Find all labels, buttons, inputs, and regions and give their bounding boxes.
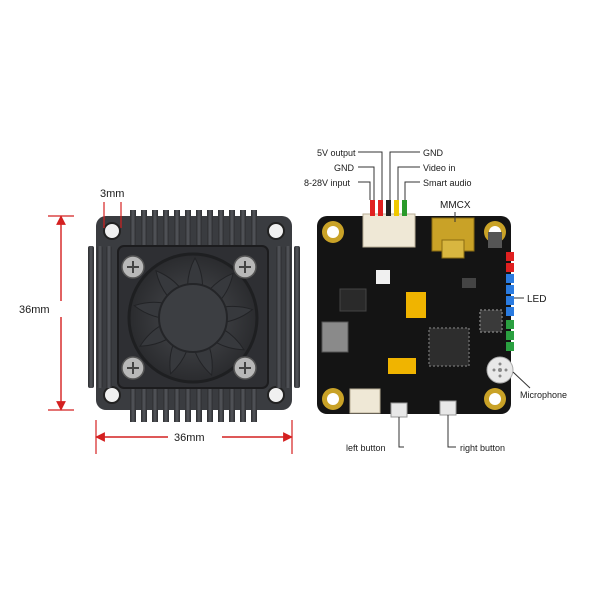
fin-bottom bbox=[152, 386, 158, 422]
led-blue-4 bbox=[506, 307, 514, 316]
fin-bottom bbox=[196, 386, 202, 422]
fin-right bbox=[285, 246, 291, 388]
fin-bottom bbox=[185, 386, 191, 422]
label-right-button: right button bbox=[460, 443, 505, 453]
label-8-28v-input: 8-28V input bbox=[304, 178, 351, 188]
small-ic bbox=[479, 309, 503, 333]
label-left-button: left button bbox=[346, 443, 386, 453]
dim-height-label: 36mm bbox=[19, 304, 50, 316]
led-red-2 bbox=[506, 263, 514, 272]
fan-screw-bottom-right bbox=[233, 356, 257, 380]
tantalum-capacitor-bottom bbox=[388, 358, 416, 374]
label-led: LED bbox=[527, 294, 546, 305]
heatsink-view: 3mm 36mm 36mm bbox=[14, 188, 300, 454]
left-button-component bbox=[390, 402, 408, 418]
smd-component-1 bbox=[462, 278, 476, 288]
label-microphone: Microphone bbox=[520, 390, 567, 400]
bottom-connector bbox=[349, 388, 381, 414]
tantalum-capacitor-top bbox=[406, 292, 426, 318]
pcb-view bbox=[317, 200, 514, 418]
fin-top bbox=[185, 210, 191, 250]
fin-top bbox=[229, 210, 235, 250]
dim-screw-label: 3mm bbox=[100, 188, 124, 200]
smd-component-2 bbox=[488, 232, 502, 248]
microcontroller-chip bbox=[428, 327, 470, 367]
dim-width-label: 36mm bbox=[174, 432, 205, 444]
pin-callouts bbox=[358, 151, 531, 448]
pin-red-1 bbox=[370, 200, 375, 216]
fin-top bbox=[207, 210, 213, 250]
mount-hole-top-right bbox=[267, 222, 285, 240]
fin-bottom bbox=[240, 386, 246, 422]
regulator-chip bbox=[339, 288, 367, 312]
label-smart-audio: Smart audio bbox=[423, 178, 472, 188]
label-gnd-left: GND bbox=[334, 163, 355, 173]
fin-bottom bbox=[163, 386, 169, 422]
fin-bottom bbox=[141, 386, 147, 422]
fin-top bbox=[163, 210, 169, 250]
right-button-component bbox=[439, 400, 457, 416]
fin-top bbox=[240, 210, 246, 250]
rf-shield bbox=[321, 321, 349, 353]
fin-bottom bbox=[207, 386, 213, 422]
pin-black bbox=[386, 200, 391, 216]
led-blue-2 bbox=[506, 285, 514, 294]
label-5v-output: 5V output bbox=[317, 148, 356, 158]
fin-top bbox=[251, 210, 257, 250]
mount-hole-bottom-right bbox=[267, 386, 285, 404]
fin-bottom bbox=[218, 386, 224, 422]
fin-top bbox=[196, 210, 202, 250]
mount-hole-top-left bbox=[103, 222, 121, 240]
pcb-mount-pad-bottom-right bbox=[484, 388, 506, 410]
dim-height-label-bg bbox=[14, 301, 76, 317]
fin-bottom bbox=[174, 386, 180, 422]
fan-screw-bottom-left bbox=[121, 356, 145, 380]
pcb-mount-pad-bottom-left bbox=[322, 388, 344, 410]
fin-top bbox=[141, 210, 147, 250]
inductor bbox=[376, 270, 390, 284]
fan-screw-top-left bbox=[121, 255, 145, 279]
led-green-1 bbox=[506, 320, 514, 329]
fan-hub bbox=[158, 283, 228, 353]
led-blue-3 bbox=[506, 296, 514, 305]
led-green-3 bbox=[506, 342, 514, 351]
fin-right bbox=[276, 246, 282, 388]
microphone-component bbox=[486, 356, 514, 384]
pin-red-2 bbox=[378, 200, 383, 216]
led-red-1 bbox=[506, 252, 514, 261]
led-green-2 bbox=[506, 331, 514, 340]
fin-bottom bbox=[130, 386, 136, 422]
fin-bottom bbox=[229, 386, 235, 422]
pin-yellow bbox=[394, 200, 399, 216]
fin-top bbox=[174, 210, 180, 250]
label-video-in: Video in bbox=[423, 163, 455, 173]
heatsink-fins bbox=[88, 210, 300, 422]
fin-bottom bbox=[251, 386, 257, 422]
fin-top bbox=[130, 210, 136, 250]
dim-width-label-bg bbox=[168, 429, 222, 445]
fin-top bbox=[218, 210, 224, 250]
fin-right bbox=[294, 246, 300, 388]
label-mmcx: MMCX bbox=[440, 200, 471, 211]
pin-connector bbox=[362, 213, 416, 248]
mount-hole-bottom-left bbox=[103, 386, 121, 404]
fan-screw-top-right bbox=[233, 255, 257, 279]
fin-top bbox=[152, 210, 158, 250]
fin-left bbox=[97, 246, 103, 388]
fin-left bbox=[106, 246, 112, 388]
fin-left bbox=[88, 246, 94, 388]
label-gnd-right: GND bbox=[423, 148, 444, 158]
led-blue-1 bbox=[506, 274, 514, 283]
pin-green bbox=[402, 200, 407, 216]
mmcx-connector-tip bbox=[441, 239, 465, 259]
pcb-mount-pad-top-left bbox=[322, 221, 344, 243]
